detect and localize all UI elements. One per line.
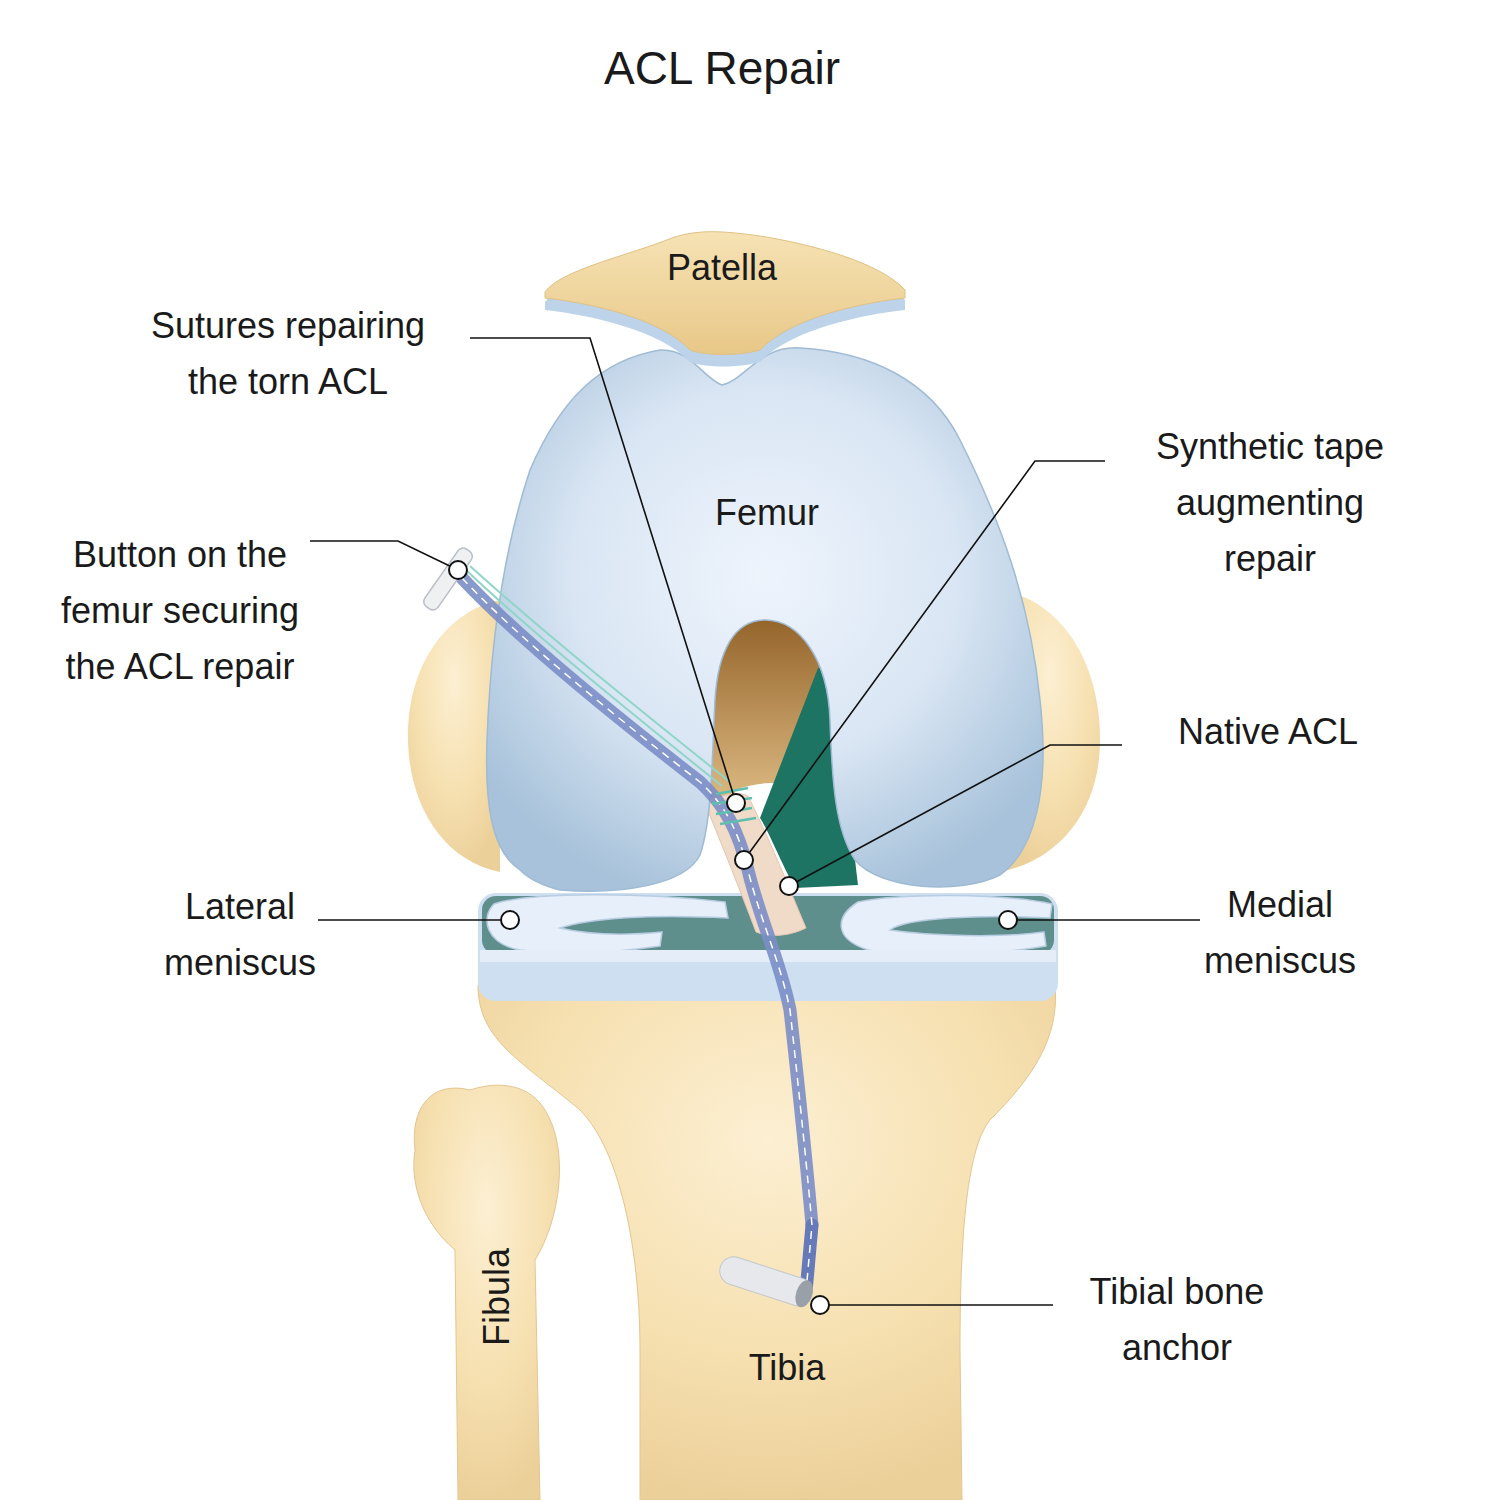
diagram-title: ACL Repair bbox=[422, 38, 1022, 98]
part-name: Fibula bbox=[469, 1248, 525, 1346]
callout-label: Native ACL bbox=[1148, 704, 1388, 760]
label-wrap: Tibial bone anchor bbox=[1067, 1264, 1287, 1376]
callout-label: Tibial bone anchor bbox=[1067, 1264, 1287, 1376]
label-wrap: Fibula bbox=[469, 1248, 525, 1346]
femur-bone bbox=[487, 348, 1043, 891]
title-wrap: ACL Repair bbox=[422, 38, 1022, 98]
callout-label: Synthetic tape augmenting repair bbox=[1130, 419, 1410, 587]
patella-bone bbox=[545, 232, 905, 355]
label-wrap: Synthetic tape augmenting repair bbox=[1130, 419, 1410, 587]
fibula-bone bbox=[414, 1085, 560, 1500]
callout-label: Button on the femur securing the ACL rep… bbox=[50, 527, 310, 695]
callout-label: Medial meniscus bbox=[1165, 877, 1395, 989]
label-wrap: Native ACL bbox=[1148, 704, 1388, 760]
label-wrap: Tibia bbox=[667, 1340, 907, 1396]
part-name: Patella bbox=[592, 240, 852, 296]
label-wrap: Lateral meniscus bbox=[125, 879, 355, 991]
callout-dots bbox=[449, 561, 1017, 1314]
medial-meniscus bbox=[841, 895, 1052, 954]
label-wrap: Patella bbox=[592, 240, 852, 296]
part-name: Tibia bbox=[667, 1340, 907, 1396]
suture-wraps bbox=[712, 788, 756, 824]
part-name: Femur bbox=[647, 485, 887, 541]
suture-strand bbox=[466, 570, 722, 786]
label-wrap: Button on the femur securing the ACL rep… bbox=[50, 527, 310, 695]
tibial-anchor bbox=[716, 1253, 816, 1309]
callout-label: Sutures repairing the torn ACL bbox=[138, 298, 438, 410]
lateral-epicondyle bbox=[408, 600, 500, 872]
tibia-bone bbox=[478, 985, 1056, 1500]
label-wrap: Medial meniscus bbox=[1165, 877, 1395, 989]
suture-strand bbox=[470, 566, 730, 782]
label-wrap: Femur bbox=[647, 485, 887, 541]
synthetic-tape bbox=[462, 578, 812, 1225]
tape-stitch bbox=[462, 578, 812, 1292]
callout-label: Lateral meniscus bbox=[125, 879, 355, 991]
lateral-meniscus bbox=[487, 895, 728, 953]
label-wrap: Sutures repairing the torn ACL bbox=[138, 298, 438, 410]
leader-lines bbox=[310, 338, 1200, 1305]
